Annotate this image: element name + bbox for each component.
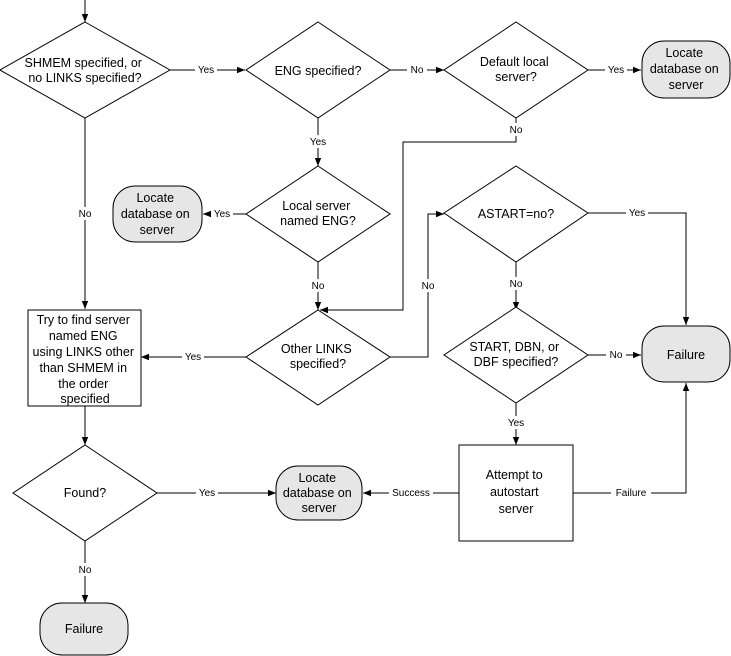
svg-text:Locate database on: Locate database on server (121, 191, 193, 237)
label-found-no: No (75, 563, 95, 576)
svg-text:Try to find server nam: Try to find server named ENG using LINKS… (33, 313, 138, 406)
terminal-locate-database-bottom-center: Locate database on server (275, 465, 363, 521)
terminal-locate-database-top-right: Locate database on server (641, 40, 731, 99)
nodes: SHMEM specified, or no LINKS specified? … (0, 21, 731, 656)
edge-labels: Yes No No Yes Yes No Yes No (75, 63, 651, 576)
label-other-no: No (418, 279, 438, 292)
svg-text:Failure: Failure (65, 622, 103, 636)
svg-text:No: No (312, 281, 325, 292)
svg-text:Locate database on: Locate database on server (650, 46, 722, 92)
svg-text:START, DBN, or DBF spe: START, DBN, or DBF specified? (469, 340, 562, 369)
svg-text:Success: Success (392, 488, 430, 499)
svg-text:Default local server?: Default local server? (480, 55, 552, 84)
svg-text:No: No (610, 350, 623, 361)
decision-other-links-specified: Other LINKS specified? (245, 309, 391, 406)
decision-shmem-or-no-links: SHMEM specified, or no LINKS specified? (0, 21, 172, 119)
decision-found: Found? (12, 444, 158, 542)
label-localeng-yes: Yes (211, 207, 233, 220)
label-shmem-yes: Yes (195, 63, 217, 76)
edges (81, 0, 690, 603)
svg-text:No: No (79, 565, 92, 576)
process-attempt-to-autostart-server: Attempt to autostart server (458, 444, 574, 542)
label-found-yes: Yes (196, 486, 218, 499)
label-astart-no: No (506, 277, 526, 290)
svg-text:Local server named ENG: Local server named ENG? (280, 199, 356, 228)
svg-text:Yes: Yes (185, 352, 201, 363)
svg-text:Found?: Found? (64, 486, 106, 500)
svg-text:No: No (510, 125, 523, 136)
svg-text:No: No (422, 281, 435, 292)
terminal-locate-database-middle-left: Locate database on server (112, 185, 203, 243)
svg-text:Failure: Failure (667, 348, 705, 362)
svg-text:Yes: Yes (198, 65, 214, 76)
label-start-yes: Yes (505, 416, 527, 429)
decision-start-dbn-dbf-specified: START, DBN, or DBF specified? (443, 306, 589, 404)
decision-local-server-named-eng: Local server named ENG? (245, 165, 391, 263)
label-auto-failure: Failure (611, 486, 651, 499)
svg-text:Yes: Yes (629, 208, 645, 219)
svg-text:Yes: Yes (199, 488, 215, 499)
edge-auto-failure (573, 383, 690, 494)
terminal-failure-bottom-left: Failure (39, 602, 129, 656)
svg-text:No: No (411, 65, 424, 76)
svg-text:Yes: Yes (310, 137, 326, 148)
label-shmem-no: No (75, 207, 95, 220)
label-default-no: No (506, 123, 526, 136)
svg-text:SHMEM specified, or no: SHMEM specified, or no LINKS specified? (25, 56, 146, 85)
label-eng-no: No (407, 63, 427, 76)
decision-eng-specified: ENG specified? (245, 21, 391, 119)
decision-astart-no: ASTART=no? (443, 165, 589, 263)
svg-text:ENG specified?: ENG specified? (275, 64, 362, 78)
label-astart-yes: Yes (626, 206, 648, 219)
svg-text:Failure: Failure (616, 488, 647, 499)
label-default-yes: Yes (605, 63, 627, 76)
svg-text:Locate database on: Locate database on server (283, 471, 355, 515)
svg-text:ASTART=no?: ASTART=no? (478, 207, 554, 221)
terminal-failure-right: Failure (641, 325, 731, 383)
label-other-yes: Yes (182, 350, 204, 363)
svg-text:Yes: Yes (214, 209, 230, 220)
svg-text:Yes: Yes (508, 418, 524, 429)
decision-default-local-server: Default local server? (443, 21, 589, 119)
label-start-no: No (606, 348, 626, 361)
svg-text:No: No (510, 279, 523, 290)
svg-text:No: No (79, 209, 92, 220)
svg-text:Other LINKS specified?: Other LINKS specified? (281, 342, 355, 371)
svg-text:Attempt to autostart: Attempt to autostart server (486, 468, 546, 516)
process-try-to-find-server: Try to find server named ENG using LINKS… (27, 309, 142, 407)
svg-text:Yes: Yes (608, 65, 624, 76)
label-eng-yes: Yes (307, 135, 329, 148)
label-localeng-no: No (308, 279, 328, 292)
edge-astart-yes (588, 212, 690, 325)
label-auto-success: Success (389, 486, 433, 499)
